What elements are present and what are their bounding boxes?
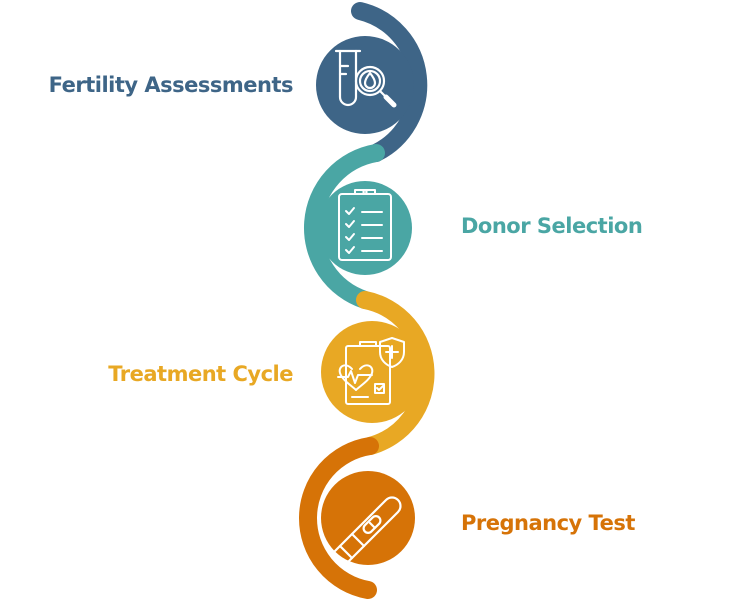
clipboard-checklist-icon bbox=[338, 189, 392, 261]
step-label-treatment-cycle: Treatment Cycle bbox=[108, 362, 293, 386]
timeline-arc-2 bbox=[304, 144, 385, 309]
step-label-pregnancy-test: Pregnancy Test bbox=[461, 511, 635, 535]
medical-report-icon bbox=[337, 337, 405, 405]
step-circle-donor-selection bbox=[318, 181, 412, 275]
timeline-arc-4 bbox=[299, 437, 379, 599]
pregnancy-test-icon bbox=[333, 496, 402, 565]
step-label-fertility-assessments: Fertility Assessments bbox=[48, 73, 294, 97]
test-tube-magnifier-icon bbox=[334, 49, 397, 108]
step-label-donor-selection: Donor Selection bbox=[461, 214, 643, 238]
timeline-arc-1 bbox=[351, 2, 428, 162]
timeline-arc-3 bbox=[356, 291, 435, 455]
